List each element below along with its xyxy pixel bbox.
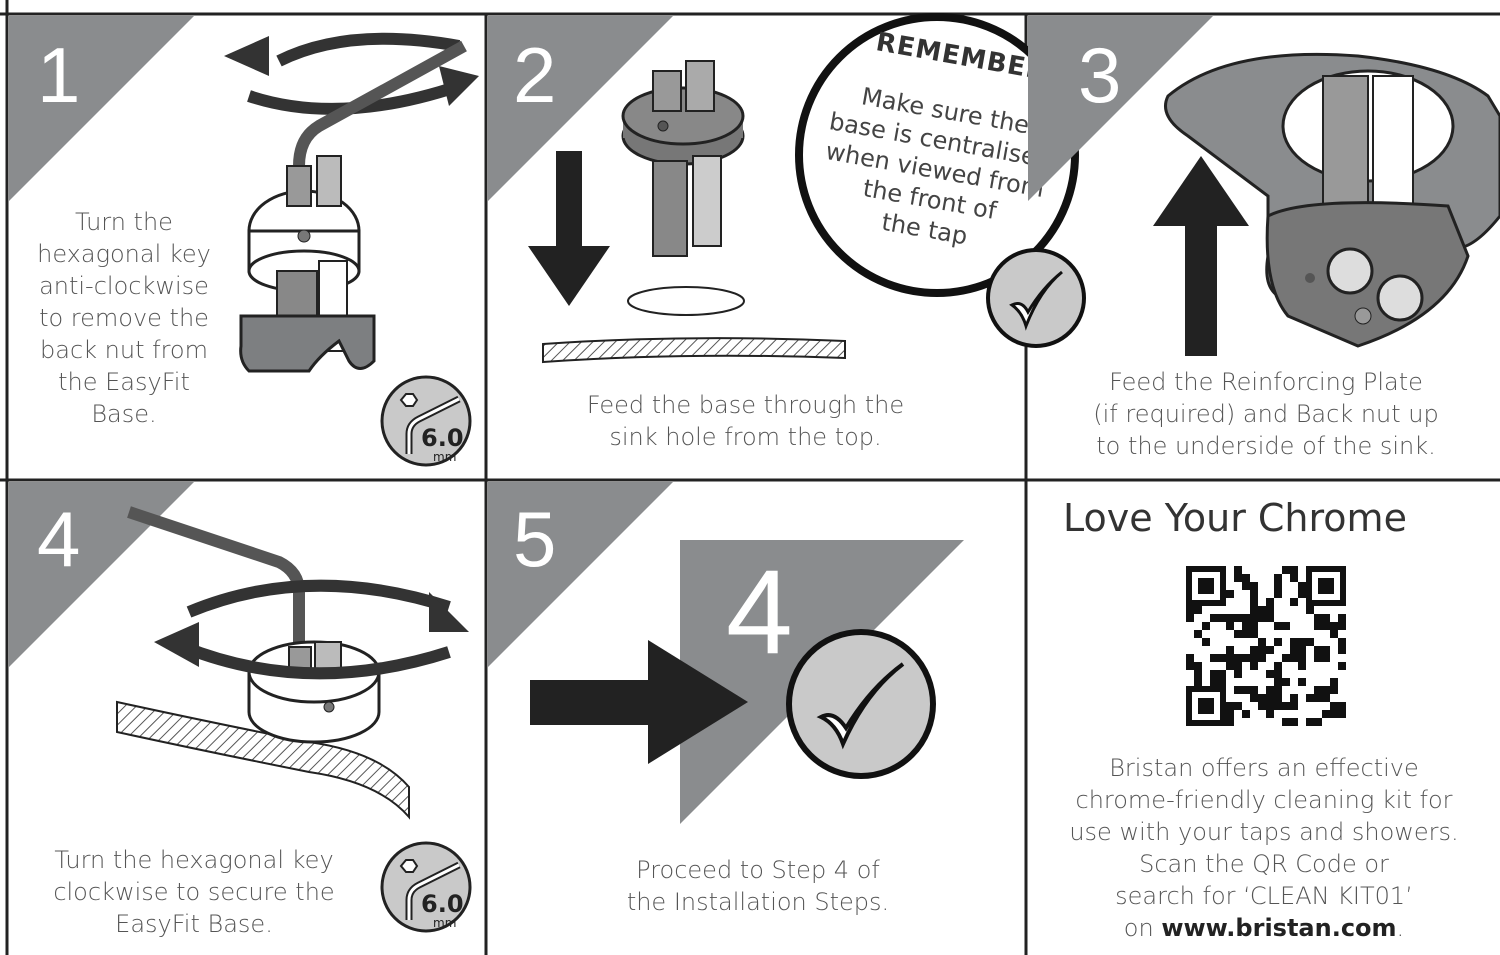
step-5-caption: Proceed to Step 4 of the Installation St… bbox=[578, 854, 938, 918]
promo-title: Love Your Chrome bbox=[1063, 496, 1407, 540]
caption-line: the EasyFit bbox=[19, 366, 229, 398]
step-4-panel: 4 bbox=[9, 482, 485, 955]
caption-line: hexagonal key bbox=[19, 238, 229, 270]
caption-line: clockwise to secure the bbox=[29, 876, 359, 908]
checkmark-icon bbox=[789, 632, 933, 776]
caption-line: anti-clockwise bbox=[19, 270, 229, 302]
caption-line: Feed the base through the bbox=[558, 389, 933, 421]
caption-line: Feed the Reinforcing Plate bbox=[1046, 366, 1486, 398]
step-2-caption: Feed the base through the sink hole from… bbox=[558, 389, 933, 453]
step-1-caption: Turn the hexagonal key anti-clockwise to… bbox=[19, 206, 229, 430]
promo-line: search for ‘CLEAN KIT01’ bbox=[1028, 880, 1500, 912]
step-1-panel: 1 Turn the hexagonal key ant bbox=[9, 16, 485, 479]
caption-line: Turn the hexagonal key bbox=[29, 844, 359, 876]
caption-line: (if required) and Back nut up bbox=[1046, 398, 1486, 430]
caption-line: the Installation Steps. bbox=[578, 886, 938, 918]
url-prefix: on bbox=[1124, 914, 1162, 942]
caption-line: to remove the bbox=[19, 302, 229, 334]
promo-line: Scan the QR Code or bbox=[1028, 848, 1500, 880]
caption-line: Proceed to Step 4 of bbox=[578, 854, 938, 886]
tool-size-badge: 6.0 mm bbox=[379, 374, 473, 468]
promo-url-line: on www.bristan.com. bbox=[1028, 912, 1500, 944]
caption-line: sink hole from the top. bbox=[558, 421, 933, 453]
step-5-panel: 5 4 Proceed to Step 4 of the Installatio… bbox=[488, 482, 1025, 955]
tool-size-unit: mm bbox=[433, 450, 456, 464]
promo-line: chrome-friendly cleaning kit for bbox=[1028, 784, 1500, 816]
down-arrow-icon bbox=[528, 151, 610, 306]
caption-line: EasyFit Base. bbox=[29, 908, 359, 940]
qr-code-icon[interactable] bbox=[1186, 566, 1346, 726]
tool-size-value: 6.0 bbox=[421, 424, 464, 452]
rotation-arrows-icon bbox=[249, 39, 459, 109]
promo-text: Bristan offers an effective chrome-frien… bbox=[1028, 752, 1500, 944]
caption-line: back nut from bbox=[19, 334, 229, 366]
caption-line: Base. bbox=[19, 398, 229, 430]
caption-line: to the underside of the sink. bbox=[1046, 430, 1486, 462]
tool-size-unit: mm bbox=[433, 916, 456, 930]
goto-step-number: 4 bbox=[726, 552, 793, 672]
promo-line: Bristan offers an effective bbox=[1028, 752, 1500, 784]
promo-panel: Love Your Chrome Bristan offers an effec… bbox=[1028, 482, 1500, 955]
step-3-caption: Feed the Reinforcing Plate (if required)… bbox=[1046, 366, 1486, 462]
step-4-caption: Turn the hexagonal key clockwise to secu… bbox=[29, 844, 359, 940]
hex-key-icon bbox=[379, 374, 473, 468]
hex-key-icon bbox=[379, 840, 473, 934]
url-suffix: . bbox=[1397, 914, 1405, 942]
step-3-panel: 3 Feed the Reinforcing Plate (if require… bbox=[1028, 16, 1500, 479]
caption-line: Turn the bbox=[19, 206, 229, 238]
up-arrow-icon bbox=[1153, 156, 1249, 356]
website-link[interactable]: www.bristan.com bbox=[1161, 914, 1396, 942]
promo-line: use with your taps and showers. bbox=[1028, 816, 1500, 848]
tool-size-value: 6.0 bbox=[421, 890, 464, 918]
tool-size-badge: 6.0 mm bbox=[379, 840, 473, 934]
